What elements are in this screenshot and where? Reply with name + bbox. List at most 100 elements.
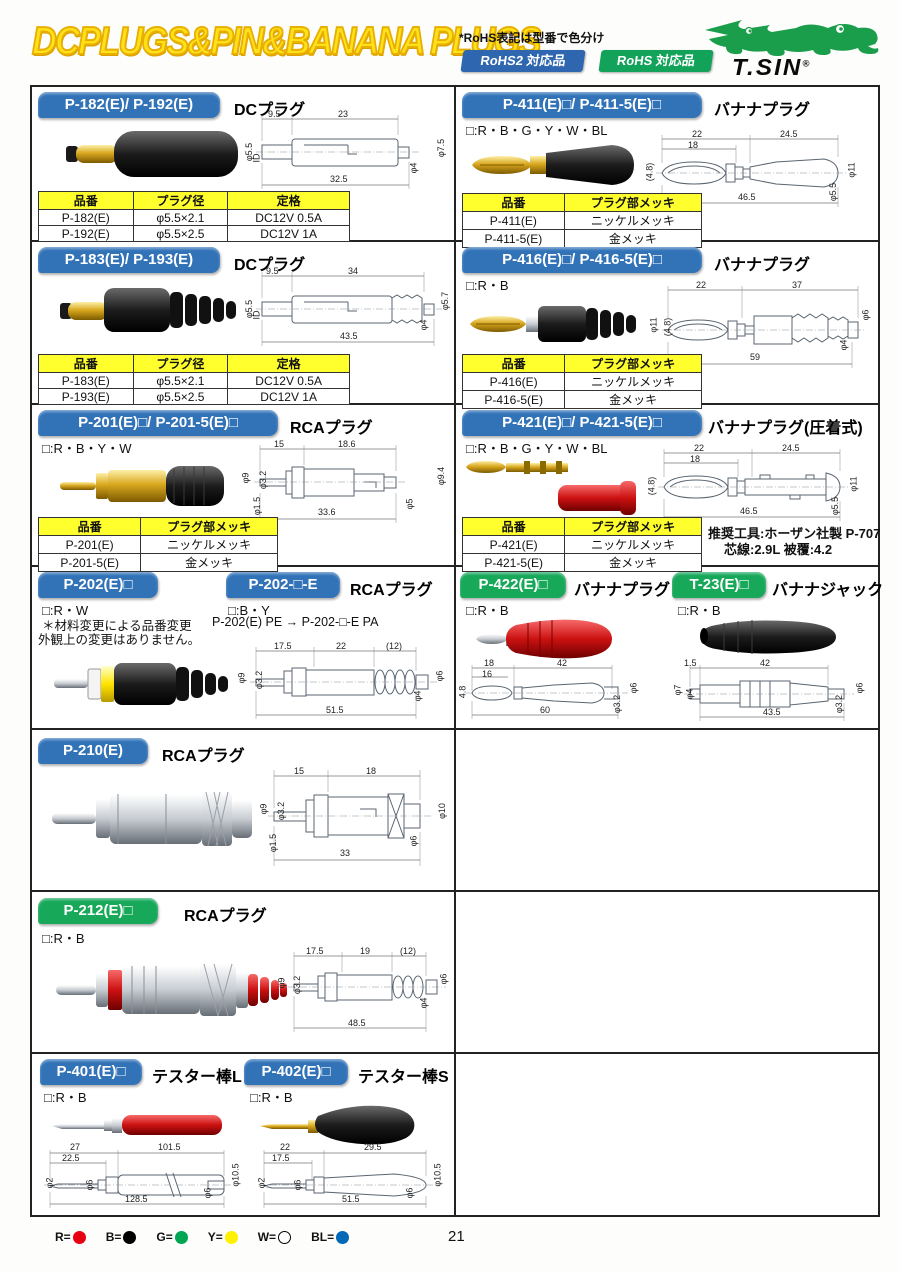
- spec-cell: ニッケルメッキ: [140, 535, 278, 554]
- product-photo: [52, 791, 252, 847]
- dimension-label: φ6: [408, 835, 419, 847]
- spec-cell: DC12V 1A: [227, 225, 350, 242]
- dimension-label: 17.5: [306, 946, 324, 956]
- dimension-label: 128.5: [125, 1194, 148, 1204]
- spec-header: 品番: [461, 354, 566, 373]
- spec-cell: 金メッキ: [564, 390, 702, 409]
- spec-header: プラグ部メッキ: [564, 517, 702, 536]
- dimension-label: 48.5: [348, 1018, 366, 1028]
- dimension-label: φ3.2: [834, 694, 845, 714]
- spec-cell: φ5.5×2.5: [132, 225, 229, 242]
- logo-text: T.SIN®: [732, 54, 812, 81]
- dimension-label: φ10.5: [432, 1163, 443, 1187]
- dimension-label: 43.5: [763, 707, 781, 717]
- model-badge: P-202(E)□: [38, 572, 158, 598]
- dimension-label: φ2: [44, 1177, 55, 1189]
- dimension-label: 34: [348, 266, 359, 276]
- spec-cell: φ5.5×2.1: [132, 209, 229, 226]
- plug-type-label: バナナプラグ: [714, 257, 811, 274]
- dimension-label: ID: [251, 310, 262, 320]
- dimension-label: φ1.5: [252, 496, 263, 516]
- dimension-label: 18: [366, 766, 377, 776]
- legend-label: BL=: [311, 1230, 335, 1244]
- legend-item: R=: [55, 1230, 86, 1244]
- spec-header: 品番: [37, 517, 142, 536]
- spec-header: 定格: [227, 354, 350, 373]
- dimension-label: φ4: [408, 162, 419, 174]
- dimension-label: φ7: [672, 684, 683, 696]
- product-cell-p210: P-210(E) RCAプラグ: [32, 730, 456, 892]
- spec-header: 品番: [462, 193, 565, 212]
- model-badge: P-212(E)□: [38, 898, 158, 924]
- spec-cell: P-416-5(E): [461, 390, 566, 409]
- spec-cell: DC12V 0.5A: [227, 372, 350, 389]
- crocodile-logo-icon: [705, 20, 879, 56]
- page-title: DCPLUGS&PIN&BANANA PLUGS: [31, 19, 542, 64]
- product-photo: [476, 619, 612, 659]
- spec-table: 品番 プラグ径 定格 P-183(E) φ5.5×2.1 DC12V 0.5A …: [38, 354, 350, 405]
- dimension-label: 51.5: [342, 1194, 360, 1204]
- spec-table: 品番 プラグ径 定格 P-182(E) φ5.5×2.1 DC12V 0.5A …: [38, 191, 350, 242]
- dimension-label: 42: [557, 658, 568, 668]
- spec-cell: P-421-5(E): [461, 553, 566, 572]
- color-code-note: □:R・W: [42, 603, 89, 618]
- legend-label: B=: [105, 1230, 122, 1244]
- dimension-label: φ6: [84, 1179, 95, 1191]
- product-cell-p421: P-421(E)□/ P-421-5(E)□ バナナプラグ(圧着式) □:R・B…: [456, 405, 880, 572]
- dimension-label: φ4: [412, 690, 423, 702]
- plug-type-label: RCAプラグ: [162, 748, 245, 765]
- dimension-label: φ3.2: [258, 470, 269, 490]
- dimension-label: 29.5: [364, 1142, 382, 1152]
- color-code-note: □:R・B: [466, 278, 509, 293]
- model-badge: P-411(E)□/ P-411-5(E)□: [462, 92, 702, 118]
- spec-cell: ニッケルメッキ: [564, 535, 702, 554]
- dimension-label: φ9: [258, 803, 269, 815]
- dimension-label: 15: [294, 766, 305, 776]
- spec-cell: ニッケルメッキ: [563, 211, 703, 230]
- dimension-label: φ3.2: [254, 670, 265, 690]
- dimension-label: φ3.2: [276, 801, 287, 821]
- dimension-label: 9.5: [266, 266, 279, 276]
- model-badge: P-401(E)□: [40, 1059, 142, 1085]
- dimension-label: φ6: [628, 682, 639, 694]
- dimension-label: φ6: [434, 670, 445, 682]
- wire-spec-note: 芯線:2.9L 被覆:4.2: [724, 542, 833, 557]
- spec-table: 品番プラグ部メッキ P-416(E)ニッケルメッキ P-416-5(E)金メッキ: [461, 354, 702, 409]
- product-cell-p212: P-212(E)□ RCAプラグ □:R・B: [32, 892, 456, 1054]
- product-cell-p401-p402: P-401(E)□ テスター棒L P-402(E)□ テスター棒S □:R・B …: [32, 1054, 456, 1215]
- dimension-label: φ4: [684, 688, 695, 700]
- legend-label: Y=: [207, 1230, 223, 1244]
- spec-table: 品番プラグ部メッキ P-411(E)ニッケルメッキ P-411-5(E)金メッキ: [462, 193, 703, 248]
- spec-header: 品番: [461, 517, 566, 536]
- dimension-label: φ10: [436, 803, 447, 819]
- legend-item: Y=: [208, 1230, 238, 1244]
- color-code-note: □:R・B・G・Y・W・BL: [466, 123, 608, 138]
- dimension-label: 27: [70, 1142, 81, 1152]
- spec-header: 定格: [227, 191, 350, 210]
- dimension-label: 33: [340, 848, 351, 858]
- rohs2-badge: RoHS2 対応品: [460, 50, 586, 72]
- rohs-color-note: *RoHS表記は型番で色分け: [459, 31, 605, 45]
- legend-item: G=: [156, 1230, 188, 1244]
- dimension-label: 59: [750, 352, 761, 362]
- color-code-note: □:B・Y: [228, 603, 270, 618]
- dimension-label: φ5.5: [828, 182, 839, 202]
- dimension-label: φ6: [404, 1187, 415, 1199]
- dimension-label: φ7.5: [436, 138, 447, 158]
- dimension-label: 18.6: [338, 439, 356, 449]
- dimension-label: 23: [338, 109, 349, 119]
- white-dot-icon: [278, 1230, 292, 1244]
- color-code-note: □:R・B: [678, 603, 721, 618]
- dimension-label: φ9.4: [436, 466, 447, 486]
- empty-cell: [456, 1054, 878, 1215]
- dimension-label: φ5: [404, 498, 415, 510]
- spec-cell: P-193(E): [38, 388, 134, 405]
- plug-type-label: テスター棒S: [358, 1069, 449, 1086]
- plug-type-label: DCプラグ: [234, 257, 306, 274]
- dimension-label: φ3.2: [292, 975, 303, 995]
- dimension-label: φ4: [838, 339, 849, 351]
- spec-cell: P-192(E): [38, 225, 134, 242]
- dimension-label: φ5.5: [830, 496, 841, 516]
- dimension-label: φ4: [418, 997, 429, 1009]
- spec-cell: P-416(E): [461, 372, 566, 391]
